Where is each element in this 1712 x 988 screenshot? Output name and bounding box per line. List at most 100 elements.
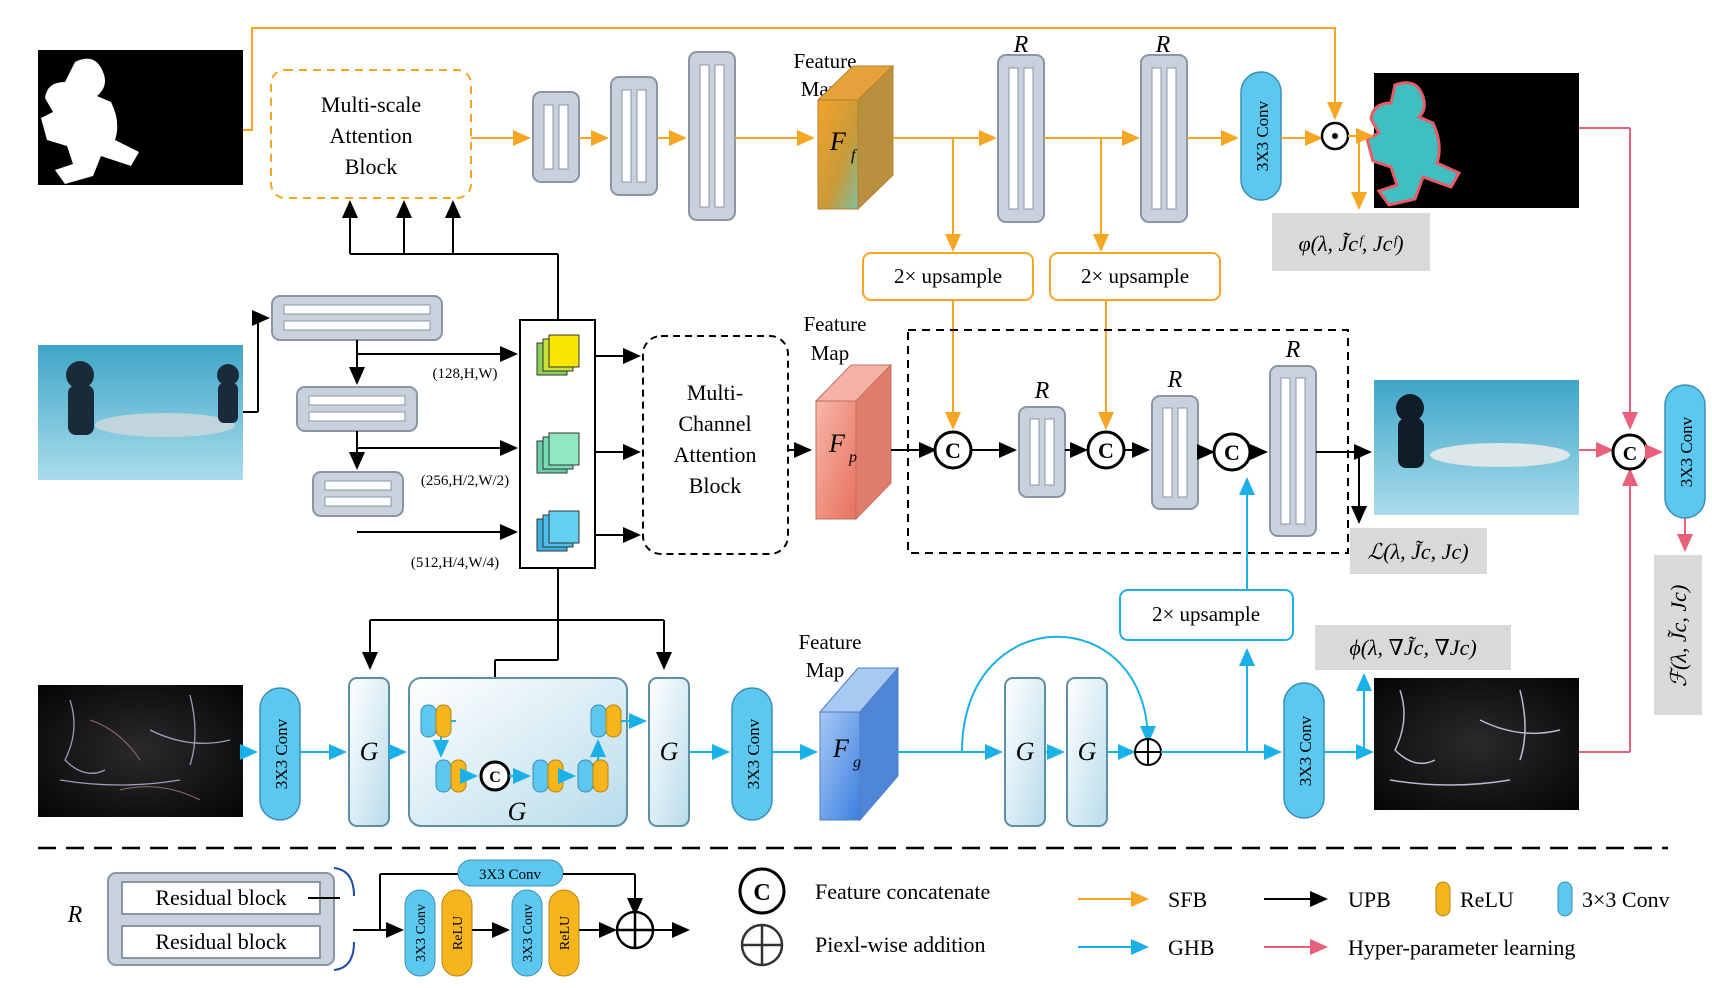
fm-p-symbol: F [828,429,846,458]
msab-label-1: Multi-scale [321,92,421,117]
loss-final-label: ℱ(λ, J̃c, Jc) [1666,585,1691,688]
feature-cube-2 [536,432,580,474]
legend-relu-1: ReLU [441,889,473,977]
G-block-1: G [348,677,390,827]
diagram-text: 3X3 Conv [414,904,429,962]
decoder-R-block-top-1 [997,54,1045,223]
encoder-block-2 [610,76,658,196]
R-label-top-1: R [1013,32,1029,58]
legend-upb-label: UPB [1348,887,1391,912]
fm-g-sub: g [853,754,861,771]
encoder-stage-2 [296,386,418,432]
diagram-text: G [1078,737,1097,766]
upsample-box-2 [1049,252,1221,301]
legend-relu-swatch [1435,881,1451,917]
diagram-text: 3X3 Conv [521,904,536,962]
diagram-text: C [945,438,961,463]
diagram-text: ReLU [558,916,573,950]
conv-final: 3X3 Conv [1664,384,1706,519]
conv-ghb-3-label: 3X3 Conv [1296,715,1315,786]
decoder-R-block-mid-3 [1269,365,1317,537]
legend-relu-key-label: ReLU [1460,887,1514,912]
decoder-R-block-top-2 [1140,54,1188,223]
R-label-mid-1: R [1034,378,1050,404]
legend-add-label: Piexl-wise addition [815,932,985,957]
legend-skip-conv-label: 3X3 Conv [479,867,542,883]
legend-conv-2: 3X3 Conv [511,889,543,977]
encoder-block-3 [688,51,736,221]
edge-input-image [38,685,243,817]
legend-relu-2: ReLU [548,889,580,977]
diagram-text: C [1623,443,1637,465]
feature-map-f: F f [816,64,895,211]
feature-cube-3 [536,510,580,552]
loss-upb-label: ℒ(λ, J̃c, Jc) [1367,539,1468,564]
legend-R-symbol: R [67,902,83,928]
shape-label-1: (128,H,W) [433,366,498,382]
G-block-3: G [1004,677,1046,827]
diagram-text: C [1224,440,1240,465]
G-block-2: G [648,677,690,827]
fm-p-label-2: Map [811,341,850,365]
underwater-input-image [38,345,243,480]
msab-label-2: Attention [329,123,412,148]
diagram-text: G [360,737,379,766]
conv-sfb-label: 3X3 Conv [1253,100,1272,171]
diagram-text: G [1016,737,1035,766]
legend-concat-label: Feature concatenate [815,879,990,904]
decoder-dashed-region [907,329,1349,554]
mask-skip-arrow [243,27,1343,131]
conv-ghb-3: 3X3 Conv [1283,682,1325,819]
fm-f-symbol: F [829,127,847,156]
upsample-box-3 [1119,589,1294,641]
feature-cube-1 [536,334,580,376]
legend-residual-row-1 [121,881,321,915]
legend-conv-1: 3X3 Conv [404,889,436,977]
legend-concat-icon [738,867,786,915]
diagram-text: ReLU [451,916,466,950]
G-block-4: G [1066,677,1108,827]
diagram-text: C [1098,438,1114,463]
legend-residual-row-2 [121,925,321,959]
conv-ghb-2-label: 3X3 Conv [744,718,763,789]
conv-ghb-1-label: 3X3 Conv [272,718,291,789]
upsample-box-1 [862,252,1034,301]
encoder-stage-1 [271,295,443,341]
upsample-label-3: 2× upsample [1152,602,1260,626]
fm-g-symbol: F [832,734,850,763]
decoder-R-block-mid-1 [1018,406,1066,498]
conv-final-label: 3X3 Conv [1677,416,1696,487]
legend-residual-label-1: Residual block [155,885,286,910]
loss-final-box [1654,555,1702,715]
upb-output-image [1374,380,1579,515]
shape-label-2: (256,H/2,W/2) [421,473,509,489]
mcab-label-4: Block [689,473,742,498]
msab-label-3: Block [345,154,398,179]
encoder-stage-3 [312,471,404,517]
fm-g-label-2: Map [806,658,845,682]
conv-ghb-2: 3X3 Conv [731,687,773,821]
legend-hyper-label: Hyper-parameter learning [1348,935,1575,960]
decoder-R-block-mid-2 [1151,395,1199,510]
diagram-text: G [660,737,679,766]
G-inner-units [420,704,622,793]
diagram-text: C [753,880,770,906]
fm-p-sub: p [848,449,857,466]
mcab-label-2: Channel [678,411,751,436]
residual-skip-arc [961,635,1156,753]
mcab-label-1: Multi- [687,380,743,405]
fm-p-label-1: Feature [804,312,867,336]
legend-residual-label-2: Residual block [155,929,286,954]
fm-f-sub: f [851,147,858,164]
R-label-mid-2: R [1167,367,1183,393]
fm-g-label-1: Feature [799,630,862,654]
diagram-text: C [489,769,501,786]
legend-sfb-label: SFB [1168,887,1207,912]
upsample-label-1: 2× upsample [894,264,1002,288]
feature-map-p: F p [814,363,893,521]
upsample-label-2: 2× upsample [1081,264,1189,288]
mcab-label-3: Attention [673,442,756,467]
G-label-expanded: G [508,797,527,826]
